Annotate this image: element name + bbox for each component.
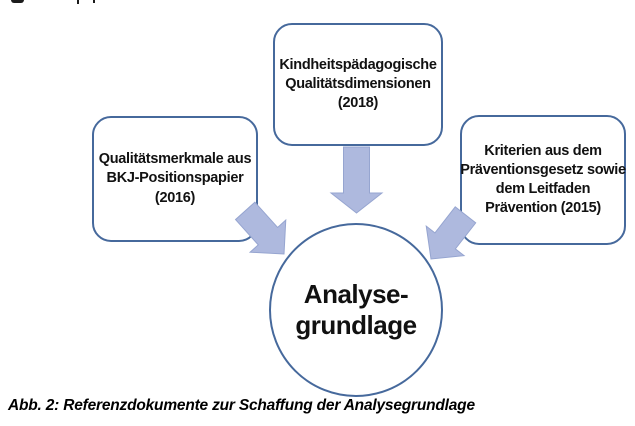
analysegrundlage-label: Analyse- grundlage — [295, 279, 417, 340]
source-box-kindheitspaedagogische-qualitaetsdimensionen: Kindheitspädagogische Qualitätsdimension… — [273, 23, 443, 146]
cropped-text-artifact — [77, 0, 79, 4]
down-arrow-top — [329, 146, 384, 214]
figure-caption: Abb. 2: Referenzdokumente zur Schaffung … — [8, 397, 475, 414]
cropped-text-artifact — [93, 0, 95, 3]
source-box-label: Kindheitspädagogische Qualitätsdimension… — [279, 56, 437, 112]
cropped-text-artifact — [11, 0, 24, 3]
source-box-label: Qualitätsmerkmale aus BKJ-Positionspapie… — [98, 151, 252, 206]
source-box-bkj-positionspapier: Qualitätsmerkmale aus BKJ-Positionspapie… — [92, 116, 258, 242]
source-box-label: Kriterien aus dem Präventionsgesetz sowi… — [460, 142, 626, 217]
analysegrundlage-circle: Analyse- grundlage — [269, 223, 443, 397]
source-box-praeventionsgesetz-leitfaden: Kriterien aus dem Präventionsgesetz sowi… — [460, 115, 626, 245]
